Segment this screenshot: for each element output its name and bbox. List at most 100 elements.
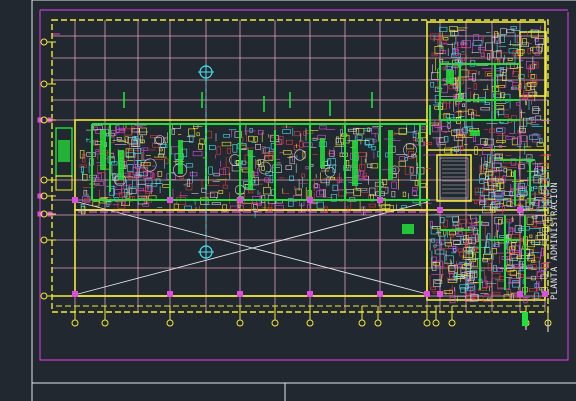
furniture-piece (480, 187, 490, 196)
furniture-piece (411, 190, 417, 196)
furniture-piece (531, 239, 541, 245)
furniture-piece (449, 296, 456, 304)
furniture-piece (434, 280, 443, 284)
furniture-piece (411, 153, 416, 158)
furniture-piece (186, 163, 194, 168)
furniture-piece (509, 278, 520, 284)
furniture-piece (249, 128, 253, 133)
furniture-piece (518, 164, 525, 170)
furniture-piece (532, 295, 542, 300)
furniture-piece (258, 159, 265, 167)
furniture-piece (535, 281, 540, 289)
furniture-piece (285, 139, 294, 145)
furniture-piece (531, 202, 535, 205)
furniture-piece (272, 164, 282, 173)
column-marker (37, 193, 43, 199)
furniture-piece (132, 179, 139, 188)
furniture-piece (80, 203, 85, 211)
column-marker (37, 211, 43, 217)
round-table (143, 158, 157, 172)
furniture-piece (517, 130, 526, 134)
furniture-piece (421, 126, 426, 131)
column-marker (72, 291, 78, 297)
furniture-piece (539, 201, 547, 207)
furniture-piece (472, 253, 476, 262)
furniture-piece (356, 134, 363, 140)
furniture-piece (434, 260, 443, 267)
furniture-piece (450, 29, 455, 37)
furniture-piece (282, 129, 291, 134)
furniture-piece (232, 144, 238, 153)
furniture-piece (110, 130, 117, 136)
furniture-piece (222, 204, 227, 212)
furniture-piece (511, 82, 522, 89)
furniture-piece (482, 280, 489, 288)
furniture-piece (516, 255, 522, 260)
furniture-piece (535, 38, 545, 45)
furniture-piece (145, 187, 151, 194)
furniture-piece (234, 131, 242, 138)
furniture-piece (503, 294, 511, 300)
furniture-piece (184, 205, 192, 210)
furniture-piece (453, 240, 461, 246)
furniture-piece (495, 242, 500, 248)
furniture-piece (130, 196, 133, 202)
furniture-piece (480, 107, 490, 111)
furniture-piece (257, 130, 264, 135)
furniture-piece (129, 188, 137, 195)
furniture-piece (441, 126, 449, 132)
furniture-piece (490, 202, 495, 205)
furniture-piece (477, 287, 488, 291)
furniture-piece (542, 197, 550, 201)
column-marker (37, 117, 43, 123)
furniture-piece (532, 46, 542, 54)
furniture-piece (154, 137, 162, 144)
furniture-piece (535, 215, 543, 223)
furniture-piece (248, 190, 254, 194)
furniture-piece (125, 192, 130, 199)
furniture-piece (132, 136, 136, 140)
furniture-piece (132, 140, 138, 147)
furniture-piece (519, 190, 528, 196)
furniture-piece (448, 230, 457, 236)
furniture-piece (82, 174, 88, 181)
furniture-piece (222, 184, 228, 189)
furniture-piece (449, 26, 458, 33)
furniture-piece (117, 201, 126, 209)
furniture-piece (439, 26, 448, 33)
furniture-piece (301, 173, 305, 178)
column-marker (167, 291, 173, 297)
furniture-piece (198, 143, 203, 150)
furniture-piece (477, 46, 486, 51)
furniture-piece (327, 158, 336, 166)
furniture-piece (412, 131, 417, 138)
furniture-piece (534, 197, 544, 201)
stair-steps (442, 160, 466, 194)
furniture-piece (460, 58, 465, 62)
furniture-piece (418, 141, 425, 147)
furniture-piece (473, 248, 478, 253)
furniture-piece (361, 188, 369, 193)
furniture-piece (462, 103, 465, 107)
furniture-piece (469, 262, 474, 266)
furniture-piece (126, 152, 136, 158)
furniture-piece (460, 286, 466, 293)
furniture-piece (485, 241, 490, 248)
furniture-piece (474, 146, 478, 155)
furniture-piece (535, 61, 539, 69)
furniture-piece (430, 221, 433, 229)
furniture-piece (473, 34, 480, 41)
column-marker (237, 291, 243, 297)
open-area-cross (77, 201, 428, 295)
furniture-piece (531, 222, 538, 227)
furniture-piece (339, 152, 348, 157)
furniture-piece (487, 181, 496, 189)
furniture-piece (431, 256, 437, 262)
furniture-piece (528, 288, 539, 292)
furniture-piece (491, 272, 501, 279)
furniture-piece (479, 164, 484, 173)
furniture-piece (357, 152, 368, 157)
furniture-piece (141, 147, 149, 151)
furniture-piece (512, 245, 520, 253)
